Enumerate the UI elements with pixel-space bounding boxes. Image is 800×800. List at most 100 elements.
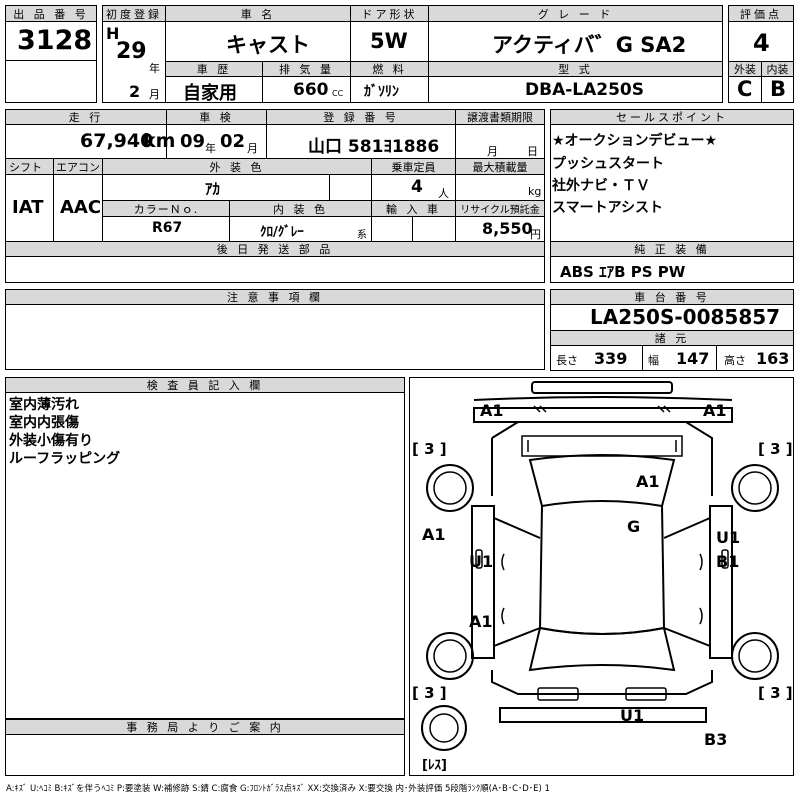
transfer-day-unit: 日 <box>527 145 538 158</box>
car-name-header: 車 名 <box>165 5 351 22</box>
notes-header: 注 意 事 項 欄 <box>5 289 545 305</box>
inspection-header: 車 検 <box>166 109 267 125</box>
inspector-remark: 室内内張傷 <box>9 415 79 431</box>
capacity: 4 <box>411 177 423 197</box>
sales-point-item: 社外ナビ・ＴＶ <box>552 178 650 194</box>
height: 163 <box>756 349 790 368</box>
inspection-year-unit: 年 <box>205 142 216 155</box>
diagram-label-a1: A1 <box>636 472 660 491</box>
import-header: 輸 入 車 <box>371 200 456 217</box>
transfer-header: 譲渡書類期限 <box>455 109 545 125</box>
grade-header: グ レ ー ド <box>428 5 723 22</box>
color-no: R67 <box>152 220 183 236</box>
ac: AAC <box>60 197 102 218</box>
history-header: 車 歴 <box>165 61 263 77</box>
later-parts-header: 後 日 発 送 部 品 <box>5 241 545 257</box>
model-header: 型 式 <box>428 61 723 77</box>
score: 4 <box>753 29 770 57</box>
inspector-cell <box>5 392 405 719</box>
first-reg-month-unit: 月 <box>149 88 160 101</box>
color-no-header: カラーＮｏ. <box>102 200 230 217</box>
inspector-remark: ルーフラッピング <box>9 451 121 467</box>
inspection-month-unit: 月 <box>247 142 258 155</box>
diagram-label-u1: U1 <box>469 552 494 571</box>
score-header: 評価点 <box>728 5 794 22</box>
capacity-unit: 人 <box>438 187 449 200</box>
car-name: キャスト <box>226 33 310 57</box>
displacement-unit: CC <box>332 89 344 98</box>
interior-grade: B <box>770 77 787 101</box>
int-color-suffix: 系 <box>357 230 367 241</box>
displacement: 660 <box>293 80 329 100</box>
first-reg-era: H <box>106 24 120 43</box>
mileage-unit: km <box>143 130 176 152</box>
transfer-month-unit: 月 <box>487 145 498 158</box>
shift-header: シフト <box>5 158 54 175</box>
recycle-unit: 円 <box>530 228 541 241</box>
chassis-number: LA250S-0085857 <box>590 305 781 329</box>
diagram-label-a1: A1 <box>469 612 493 631</box>
diagram-label-spare: [ﾚｽ] <box>422 758 447 773</box>
import-cell-2 <box>412 216 456 242</box>
ac-header: エアコン <box>53 158 103 175</box>
import-cell-1 <box>371 216 413 242</box>
equipment-header: 純 正 装 備 <box>550 241 794 257</box>
first-reg-year-unit: 年 <box>149 62 160 75</box>
diagram-label-tire: [ 3 ] <box>758 684 793 702</box>
reg-no: 山口 581ﾖ1886 <box>308 137 440 157</box>
max-load-header: 最大積載量 <box>455 158 545 175</box>
diagram-label-tire: [ 3 ] <box>412 440 447 458</box>
capacity-header: 乗車定員 <box>371 158 456 175</box>
diagram-label-g: G <box>627 517 641 536</box>
exterior-grade: C <box>737 77 753 101</box>
specs-height-cell <box>716 345 794 371</box>
fuel: ｶﾞｿﾘﾝ <box>364 84 399 100</box>
door-header: ドア形状 <box>350 5 429 22</box>
ext-color-header: 外 装 色 <box>102 158 372 175</box>
shift: IAT <box>12 197 44 218</box>
exterior-header: 外装 <box>728 61 762 77</box>
sales-point-item: ★オークションデビュー★ <box>552 133 718 149</box>
fuel-header: 燃 料 <box>350 61 429 77</box>
diagram-label-b1: B1 <box>716 552 740 571</box>
lot-no-header: 出 品 番 号 <box>5 5 97 22</box>
length-label: 長さ <box>556 354 578 367</box>
int-color: ｸﾛ/ｸﾞﾚｰ <box>260 225 304 240</box>
length: 339 <box>594 349 628 368</box>
mileage: 67,940 <box>80 130 154 152</box>
width: 147 <box>676 349 710 368</box>
int-color-header: 内 装 色 <box>229 200 372 217</box>
sales-point-item: スマートアシスト <box>552 200 664 216</box>
office-cell <box>5 734 405 776</box>
diagram-label-u1: U1 <box>620 706 645 725</box>
lot-no-blank-cell <box>5 60 97 103</box>
interior-cell <box>761 76 794 103</box>
chassis-header: 車 台 番 号 <box>550 289 794 305</box>
equipment: ABS ｴｱB PS PW <box>560 263 686 281</box>
diagram-label-tire: [ 3 ] <box>758 440 793 458</box>
recycle-header: リサイクル預託金 <box>455 200 545 217</box>
displacement-header: 排 気 量 <box>262 61 351 77</box>
model-cell <box>428 76 723 103</box>
first-reg-header: 初度登録 <box>102 5 166 22</box>
ext-color-blank <box>329 174 372 201</box>
diagram-label-b3: B3 <box>704 730 728 749</box>
history: 自家用 <box>183 83 237 104</box>
diagram-label-a1: A1 <box>422 525 446 544</box>
interior-header: 内装 <box>761 61 794 77</box>
reg-no-header: 登 録 番 号 <box>266 109 456 125</box>
height-label: 高さ <box>724 354 746 367</box>
later-parts-cell <box>5 256 545 283</box>
inspector-header: 検 査 員 記 入 欄 <box>5 377 405 393</box>
diagram-label-a1: A1 <box>703 401 727 420</box>
inspection-year: 09 <box>180 131 206 152</box>
inspection-month: 02 <box>220 131 246 152</box>
first-reg-month: 2 <box>129 82 141 101</box>
lot-no: 3128 <box>17 25 93 56</box>
diagram-label-a1: A1 <box>480 401 504 420</box>
inspector-remark: 室内薄汚れ <box>9 397 79 413</box>
office-header: 事 務 局 よ り ご 案 内 <box>5 719 405 735</box>
first-reg-year: 29 <box>116 39 147 64</box>
sales-point-item: プッシュスタート <box>552 156 664 172</box>
door-type: 5W <box>370 29 408 53</box>
